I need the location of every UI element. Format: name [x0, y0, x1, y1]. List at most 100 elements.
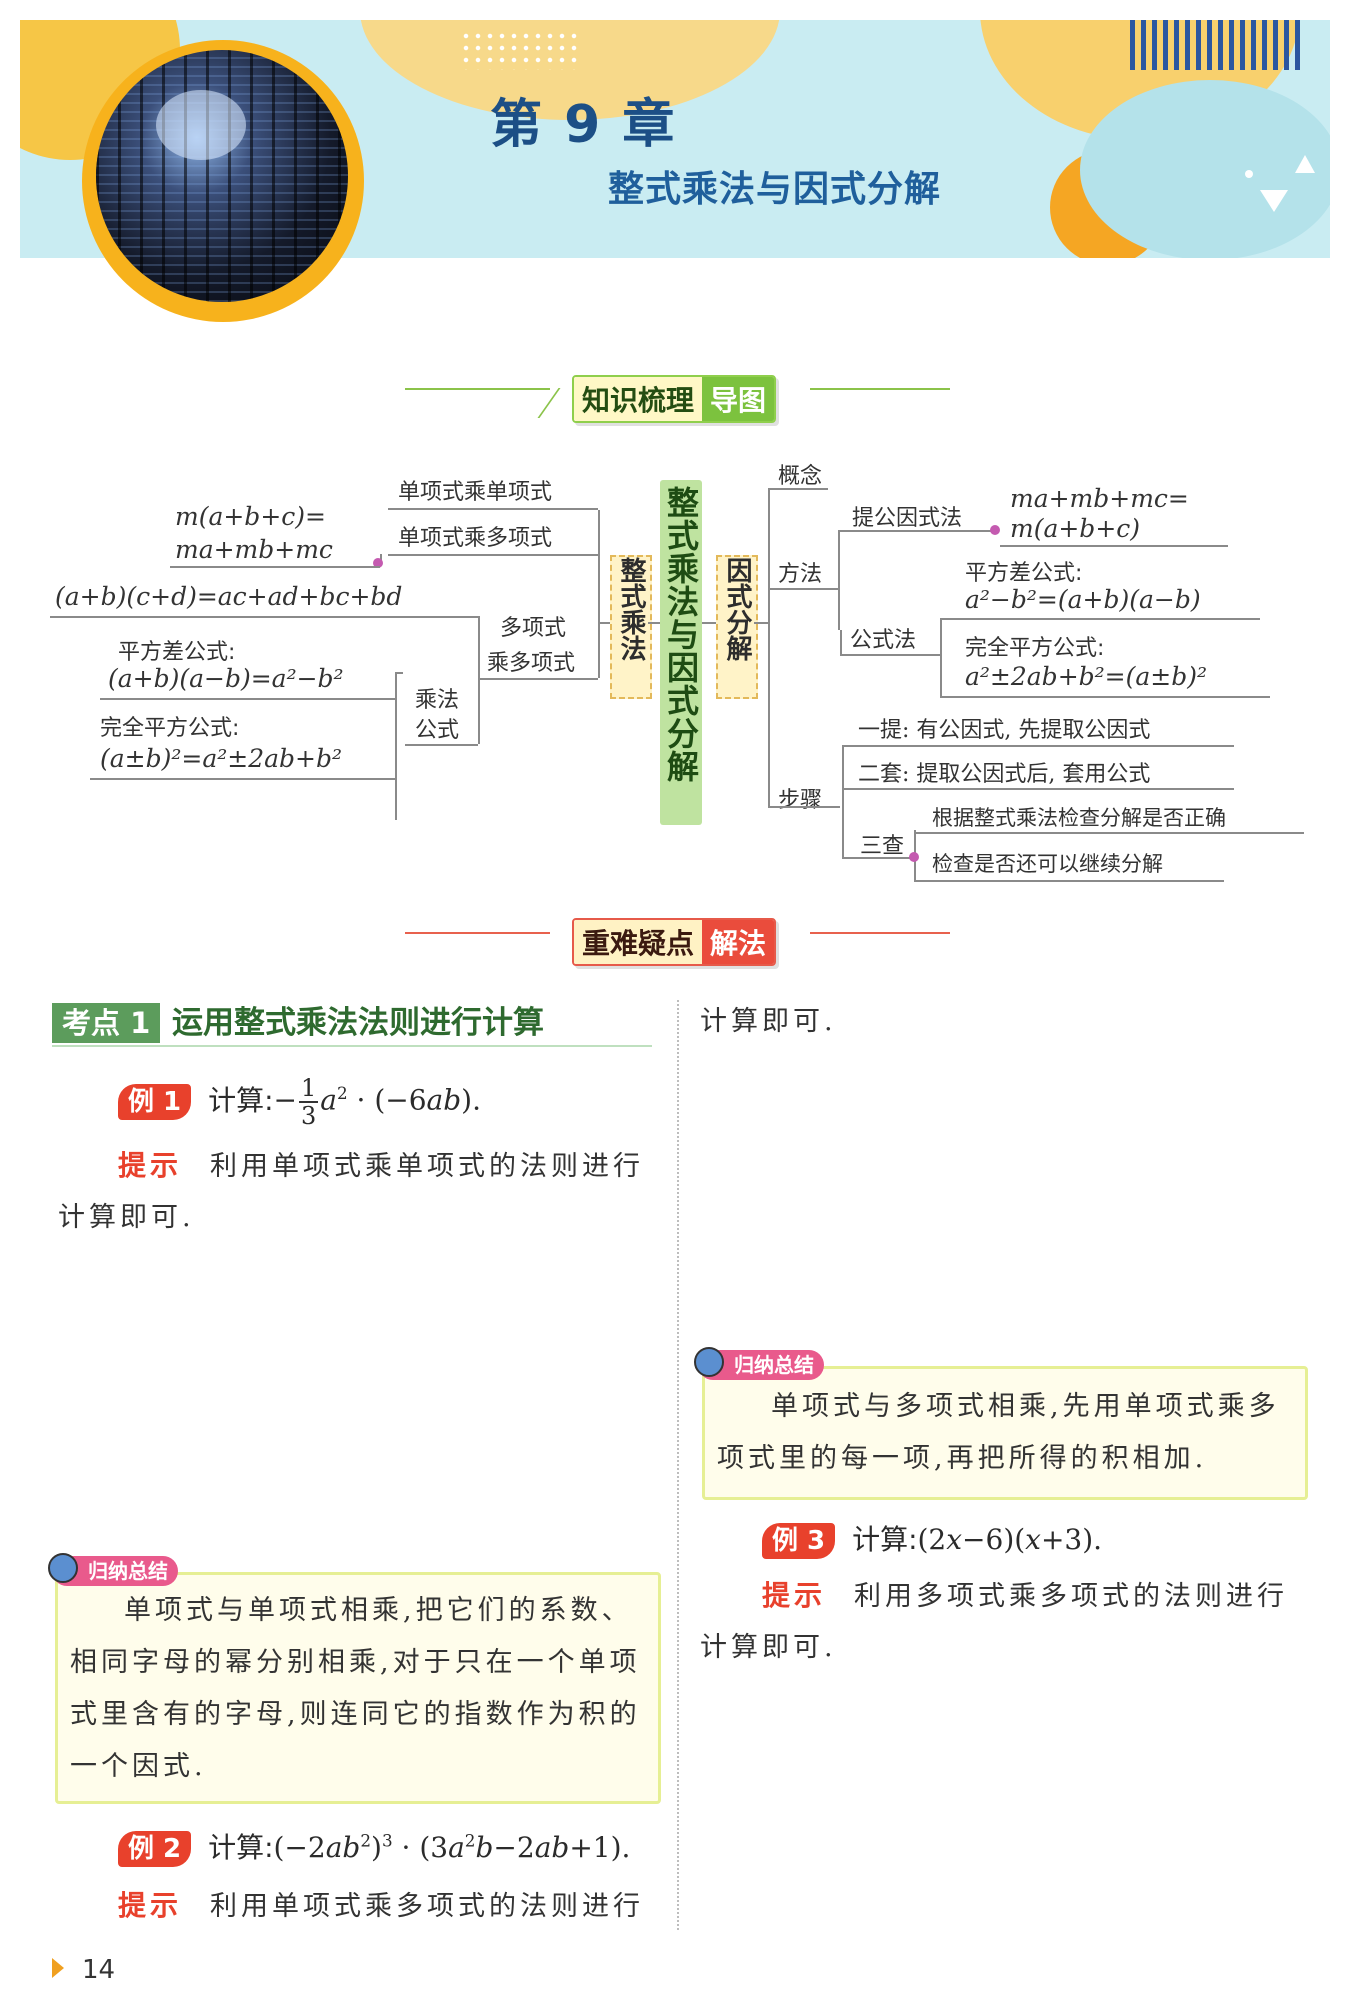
formula-perfect-sq-left: (a±b)²=a²±2ab+b² [100, 744, 342, 773]
connector [395, 672, 403, 674]
formula-perfect-sq-right: a²±2ab+b²=(a±b)² [965, 662, 1207, 691]
page-number: 14 [82, 1955, 116, 1985]
node-formula-method: 公式法 [850, 628, 917, 653]
connector [754, 622, 768, 624]
connector [768, 488, 770, 806]
chapter-subtitle: 整式乘法与因式分解 [608, 169, 942, 210]
badge-part1: 重难疑点 [574, 920, 703, 964]
section-badge-mindmap: 知识梳理 导图 [572, 375, 777, 423]
node-step3b: 检查是否还可以继续分解 [932, 852, 1163, 876]
example-3: 例 3 计算:(2x−6)(x+3). [762, 1518, 1102, 1559]
badge-part2: 解法 [702, 920, 775, 964]
label-perfect-sq-right: 完全平方公式: [965, 636, 1105, 661]
formula-common-factor-2: m(a+b+c) [1010, 514, 1141, 543]
connector [598, 510, 600, 622]
node-concept: 概念 [778, 464, 823, 489]
node-dot [909, 852, 919, 862]
decor-dot [1245, 170, 1253, 178]
formula-mono-poly-1: m(a+b+c)= [175, 502, 326, 531]
mindmap-center: 整式乘法与因式分解 [660, 480, 702, 825]
connector [170, 566, 380, 568]
example-prefix: 计算: [208, 1083, 274, 1117]
node-poly-poly-1: 多项式 [500, 616, 567, 641]
example-prefix: 计算: [852, 1523, 918, 1556]
decor-dots [460, 30, 580, 70]
connector [1000, 545, 1228, 547]
node-formula-2: 公式 [415, 718, 460, 743]
summary-line: 相同字母的幂分别相乘,对于只在一个单项 [70, 1647, 641, 1678]
kaodian-underline [52, 1045, 652, 1047]
node-dot [990, 525, 1000, 535]
connector [840, 654, 940, 656]
connector [478, 678, 480, 744]
summary-box-1: 单项式与单项式相乘,把它们的系数、 相同字母的幂分别相乘,对于只在一个单项 式里… [55, 1572, 661, 1804]
connector [768, 806, 840, 808]
column-divider [677, 1000, 679, 1930]
connector [842, 745, 1234, 747]
formula-poly-poly: (a+b)(c+d)=ac+ad+bc+bd [55, 582, 403, 611]
connector [478, 616, 480, 678]
connector [768, 488, 828, 490]
label-diff-sq-right: 平方差公式: [965, 561, 1083, 586]
node-formula-1: 乘法 [415, 688, 460, 713]
section-badge-key-points: 重难疑点 解法 [572, 918, 777, 966]
formula-common-factor-1: ma+mb+mc= [1010, 484, 1189, 513]
example-badge: 例 1 [118, 1083, 192, 1120]
hint-label: 提示 [118, 1889, 183, 1922]
connector [840, 530, 995, 532]
connector [768, 588, 840, 590]
right-col-continuation: 计算即可. [700, 1006, 837, 1037]
hint-text: 利用多项式乘多项式的法则进行 [854, 1581, 1289, 1612]
formula-diff-sq-right: a²−b²=(a+b)(a−b) [965, 585, 1201, 614]
hint-label: 提示 [762, 1579, 827, 1612]
hint-text: 利用单项式乘单项式的法则进行 [210, 1151, 645, 1182]
connector [940, 618, 1260, 620]
example-3-hint: 提示利用多项式乘多项式的法则进行 [762, 1570, 1288, 1623]
node-step2: 二套: 提取公因式后, 套用公式 [858, 762, 1151, 787]
connector [648, 622, 660, 624]
node-steps: 步骤 [778, 788, 823, 813]
decor-triangle [1260, 190, 1288, 212]
connector [50, 616, 478, 618]
summary-line: 式里含有的字母,则连同它的指数作为积的 [70, 1699, 641, 1730]
title-rule-left [405, 388, 550, 390]
node-step1: 一提: 有公因式, 先提取公因式 [858, 718, 1151, 743]
chapter-title: 第 9 章 [490, 95, 677, 155]
summary-line: 项式里的每一项,再把所得的积相加. [717, 1443, 1208, 1474]
example-prefix: 计算: [208, 1831, 274, 1864]
node-step3: 三查 [860, 834, 905, 859]
node-mono-mono: 单项式乘单项式 [398, 480, 553, 505]
label-perfect-sq-left: 完全平方公式: [100, 716, 240, 741]
title-rule-right [810, 388, 950, 390]
kaodian-title: 运用整式乘法法则进行计算 [172, 1005, 544, 1041]
example-1-hint-cont: 计算即可. [58, 1202, 195, 1233]
node-poly-poly-2: 乘多项式 [487, 651, 576, 676]
connector [940, 618, 942, 696]
connector [940, 696, 1270, 698]
connector [702, 622, 716, 624]
example-1-hint: 提示利用单项式乘单项式的法则进行 [118, 1140, 644, 1193]
title-rule-right [810, 932, 950, 934]
node-common-factor: 提公因式法 [852, 506, 963, 531]
title-rule-slant [537, 388, 561, 418]
node-dot [373, 558, 383, 568]
formula-diff-sq-left: (a+b)(a−b)=a²−b² [108, 664, 344, 693]
node-step3a: 根据整式乘法检查分解是否正确 [932, 806, 1226, 830]
mindmap-left-root: 整式乘法 [610, 555, 652, 699]
connector [842, 788, 1234, 790]
hint-text: 利用单项式乘多项式的法则进行 [210, 1891, 645, 1922]
connector [838, 530, 840, 630]
summary-line: 单项式与多项式相乘,先用单项式乘多 [771, 1391, 1280, 1422]
connector [90, 778, 395, 780]
summary-line: 一个因式. [70, 1751, 207, 1782]
example-2-hint: 提示利用单项式乘多项式的法则进行 [118, 1880, 644, 1933]
example-2: 例 2 计算:(−2ab2)3 · (3a2b−2ab+1). [118, 1826, 630, 1867]
page-arrow-icon [52, 1958, 64, 1978]
decor-stripes [1130, 20, 1300, 70]
connector [100, 698, 395, 700]
node-mono-poly: 单项式乘多项式 [398, 526, 553, 551]
example-badge: 例 3 [762, 1523, 836, 1559]
chapter-header [20, 20, 1330, 258]
